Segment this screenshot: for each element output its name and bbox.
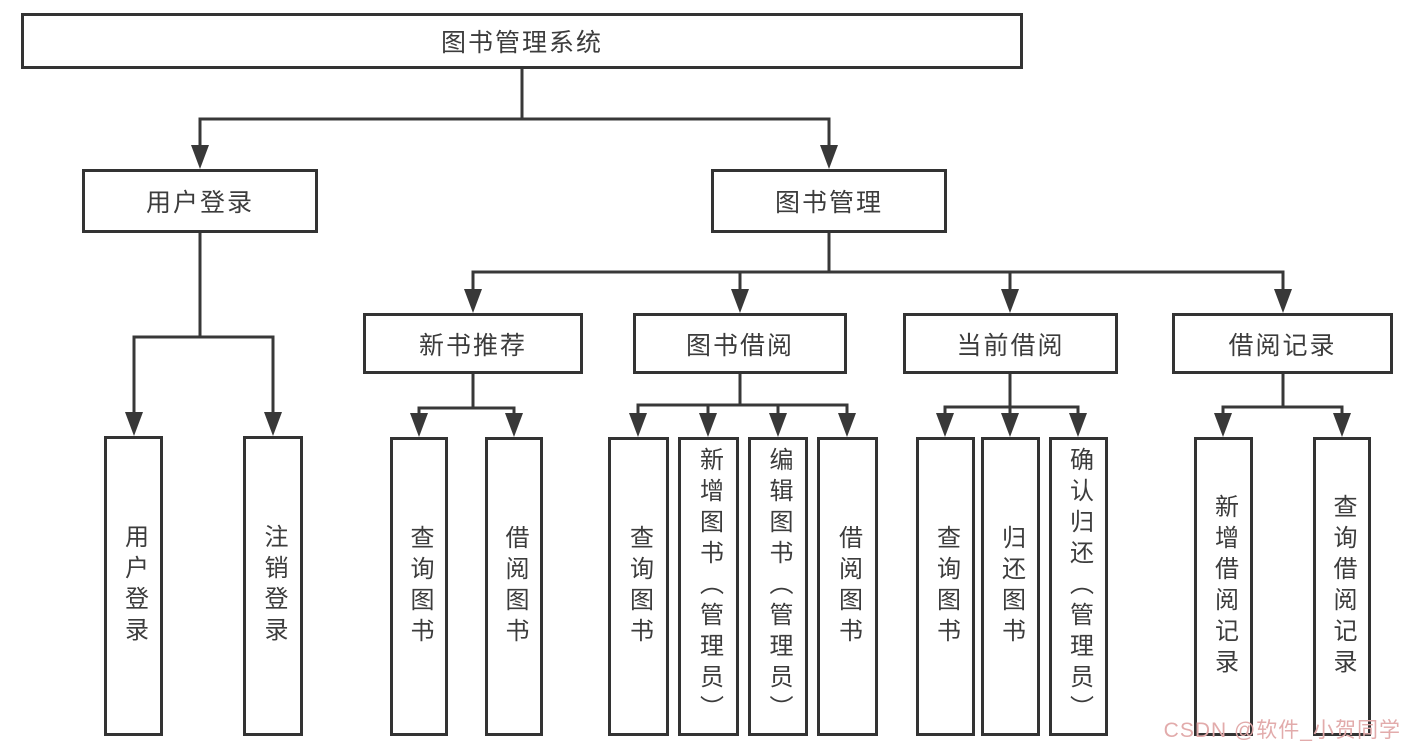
node-new-book-recommend: 新书推荐: [363, 313, 583, 374]
node-book-borrow-label: 图书借阅: [685, 331, 794, 360]
leaf-current-query-book-label: 查询图书: [932, 524, 960, 649]
leaf-newbook-borrow-book: 借阅图书: [485, 437, 543, 736]
csdn-watermark: CSDN @软件_小贺同学: [1163, 719, 1401, 742]
leaf-borrow-add-book-admin: 新增图书（管理员）: [678, 437, 739, 736]
leaf-current-query-book: 查询图书: [916, 437, 975, 736]
leaf-record-query-label: 查询借阅记录: [1329, 493, 1356, 680]
node-book-management-label: 图书管理: [774, 189, 883, 217]
leaf-borrow-add-book-admin-label: 新增图书（管理员）: [695, 447, 723, 726]
leaf-current-confirm-return-admin-label: 确认归还（管理员）: [1065, 447, 1093, 726]
leaf-newbook-query-book: 查询图书: [390, 437, 448, 736]
node-current-borrow-label: 当前借阅: [956, 331, 1065, 360]
node-root: 图书管理系统: [21, 13, 1023, 69]
leaf-logout-label: 注销登录: [260, 524, 287, 648]
leaf-newbook-query-book-label: 查询图书: [406, 524, 433, 649]
leaf-record-query: 查询借阅记录: [1313, 437, 1371, 736]
node-book-management: 图书管理: [711, 169, 947, 233]
leaf-newbook-borrow-book-label: 借阅图书: [501, 524, 528, 649]
leaf-borrow-edit-book-admin: 编辑图书（管理员）: [748, 437, 808, 736]
leaf-borrow-query-book-label: 查询图书: [625, 524, 653, 649]
arrowheads: [125, 145, 1351, 437]
node-new-book-recommend-label: 新书推荐: [418, 331, 527, 360]
node-borrow-record-label: 借阅记录: [1228, 331, 1337, 360]
node-book-borrow: 图书借阅: [633, 313, 847, 374]
node-user-login: 用户登录: [82, 169, 318, 233]
leaf-borrow-query-book: 查询图书: [608, 437, 669, 736]
leaf-borrow-borrow-book: 借阅图书: [817, 437, 878, 736]
node-user-login-label: 用户登录: [145, 189, 254, 217]
leaf-logout: 注销登录: [243, 436, 303, 736]
node-root-label: 图书管理系统: [440, 29, 603, 57]
leaf-record-add: 新增借阅记录: [1194, 437, 1253, 736]
node-current-borrow: 当前借阅: [903, 313, 1118, 374]
leaf-current-confirm-return-admin: 确认归还（管理员）: [1049, 437, 1108, 736]
node-borrow-record: 借阅记录: [1172, 313, 1393, 374]
leaf-user-login: 用户登录: [104, 436, 163, 736]
leaf-record-add-label: 新增借阅记录: [1210, 493, 1238, 680]
leaf-current-return-book: 归还图书: [981, 437, 1040, 736]
leaf-current-return-book-label: 归还图书: [997, 524, 1025, 649]
leaf-borrow-borrow-book-label: 借阅图书: [834, 524, 862, 649]
leaf-user-login-label: 用户登录: [120, 524, 148, 648]
leaf-borrow-edit-book-admin-label: 编辑图书（管理员）: [765, 447, 792, 726]
